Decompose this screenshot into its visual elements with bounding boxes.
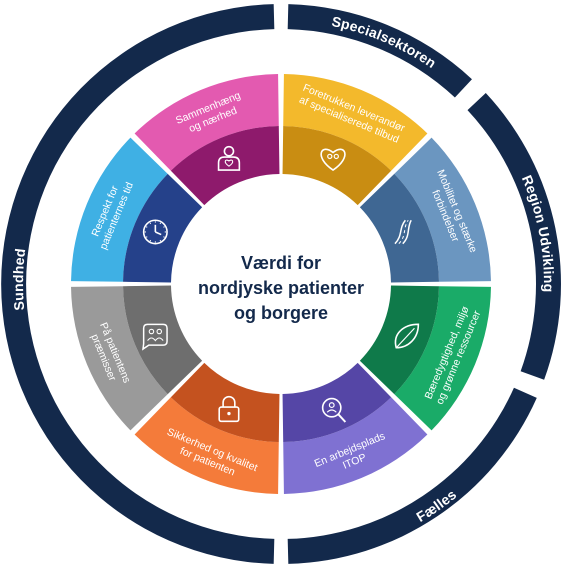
chat-people-icon (142, 323, 168, 351)
heart-people-icon (320, 148, 346, 172)
value-segments: Foretrukken leverandøraf specialiserede … (71, 74, 491, 494)
segment-outer-band (394, 137, 491, 282)
segment-inner-band (170, 362, 280, 442)
segment-inner-band (170, 126, 280, 206)
leaf-icon (394, 323, 420, 349)
segment-outer-band (71, 137, 168, 282)
segment-outer-band (134, 74, 279, 171)
segment-sammenhaeng: Sammenhængog nærhed (134, 74, 280, 206)
segment-inner-band (282, 126, 392, 206)
lock-icon (218, 395, 240, 423)
center-circle (173, 176, 389, 392)
segment-mobilitet: Mobilitet og stærkeforbindelser (359, 137, 491, 283)
segment-sikkerhed: Sikkerhed og kvalitetfor patienten (134, 362, 280, 494)
outer-ring (1, 4, 561, 564)
ring-label-specialsektoren: Specialsektoren (330, 13, 439, 71)
segment-outer-band (394, 286, 491, 431)
segment-inner-band (123, 173, 203, 283)
person-heart-icon (217, 145, 241, 171)
ring-arc-faelles (287, 387, 537, 564)
segment-respekt: Respekt forpatienternes tid (71, 137, 203, 283)
clock-icon (142, 219, 168, 245)
center-title-line-1: Værdi for (241, 253, 321, 273)
ring-arc-region-udvikling (467, 93, 561, 380)
center-title-line-3: og borgere (234, 303, 328, 323)
segment-outer-band (71, 286, 168, 431)
segment-inner-band (359, 285, 439, 395)
ring-arc-specialsektoren (287, 4, 472, 98)
segment-outer-band (283, 74, 428, 171)
road-icon (394, 219, 412, 245)
segment-inner-band (282, 362, 392, 442)
segment-arbejdsplads: En arbejdspladsITOP (282, 362, 428, 494)
segment-outer-band (283, 397, 428, 494)
segment-outer-band (134, 397, 279, 494)
segment-patientens: På patientenspræmisser (71, 285, 203, 431)
center-title-line-2: nordjyske patienter (198, 278, 364, 298)
segment-inner-band (359, 173, 439, 283)
ring-label-sundhed: Sundhed (10, 247, 28, 311)
segment-foretrukken: Foretrukken leverandøraf specialiserede … (282, 74, 428, 206)
search-person-icon (321, 397, 347, 423)
